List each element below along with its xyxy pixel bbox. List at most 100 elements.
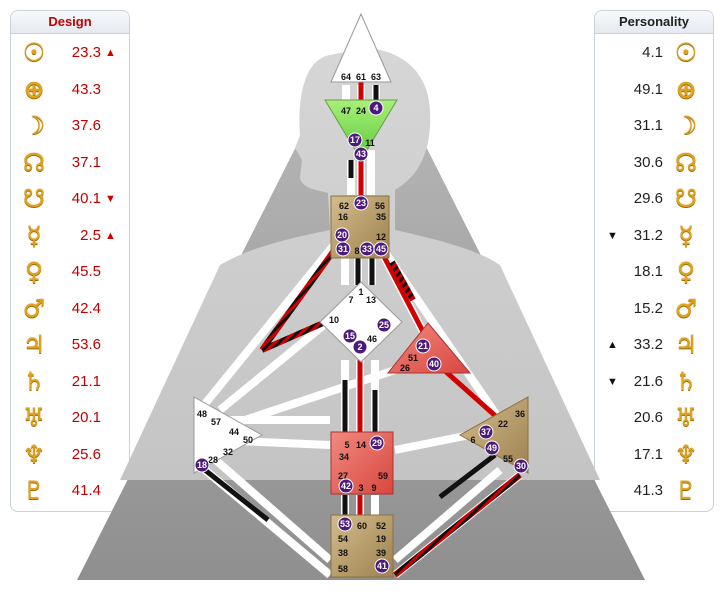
gate-label: 48 bbox=[197, 409, 207, 419]
personality-row: ♃33.2▲ bbox=[595, 327, 713, 363]
personality-value: 18.1 bbox=[633, 263, 663, 280]
gate-circle bbox=[335, 241, 351, 257]
design-row: ☽37.6 bbox=[11, 108, 129, 144]
activated-gate: 21 bbox=[415, 338, 431, 354]
design-row: ☿2.5▲ bbox=[11, 218, 129, 254]
gate-label: 1 bbox=[358, 287, 363, 297]
gate-label: 56 bbox=[375, 201, 385, 211]
gate-label: 49 bbox=[487, 443, 497, 453]
design-value: 37.1 bbox=[71, 153, 101, 171]
north-node-icon: ☊ bbox=[674, 147, 698, 177]
gate-label: 17 bbox=[350, 135, 360, 145]
personality-panel-title: Personality bbox=[595, 11, 713, 34]
gate-label: 3 bbox=[358, 483, 363, 493]
gate-label: 54 bbox=[338, 534, 348, 544]
gate-circle bbox=[478, 424, 494, 440]
gate-label: 37 bbox=[481, 427, 491, 437]
gate-label: 2 bbox=[357, 342, 362, 352]
personality-row: ♂15.2 bbox=[595, 291, 713, 327]
gate-label: 13 bbox=[366, 295, 376, 305]
gate-circle bbox=[376, 317, 392, 333]
activated-gate: 25 bbox=[376, 317, 392, 333]
gate-label: 47 bbox=[341, 106, 351, 116]
design-row: ♆ 25.6 bbox=[11, 437, 129, 473]
jupiter-icon: ♃ bbox=[22, 330, 46, 359]
uranus-icon: ♅ bbox=[22, 403, 46, 432]
activated-gate: 53 bbox=[337, 516, 353, 532]
head-center bbox=[330, 12, 392, 83]
gate-label: 25 bbox=[379, 320, 389, 330]
arrow-icon: ▼ bbox=[607, 229, 618, 242]
personality-value: 31.2 bbox=[633, 226, 663, 244]
gate-circle bbox=[484, 440, 500, 456]
sun-icon: ☉ bbox=[674, 38, 698, 67]
gate-circle bbox=[337, 516, 353, 532]
personality-row: ☉4.1 bbox=[595, 35, 713, 71]
gate-label: 58 bbox=[338, 564, 348, 574]
gate-label: 20 bbox=[337, 230, 347, 240]
design-row: ♄21.1 bbox=[11, 364, 129, 400]
south-node-icon: ☋ bbox=[22, 184, 46, 213]
gate-label: 12 bbox=[376, 232, 386, 242]
design-row: ♅20.1 bbox=[11, 400, 129, 436]
north-node-icon: ☊ bbox=[22, 147, 46, 177]
gate-label: 24 bbox=[356, 106, 366, 116]
saturn-icon: ♄ bbox=[22, 366, 46, 396]
mercury-icon: ☿ bbox=[26, 220, 42, 250]
sun-icon: ☉ bbox=[22, 38, 46, 67]
activated-gate: 40 bbox=[426, 356, 442, 372]
gate-circle bbox=[373, 241, 389, 257]
personality-value: 33.2 bbox=[633, 336, 663, 353]
gate-label: 50 bbox=[243, 435, 253, 445]
activated-gate: 4 bbox=[368, 100, 384, 116]
activated-gate: 2 bbox=[352, 339, 368, 355]
design-value: 25.6 bbox=[71, 445, 101, 463]
moon-icon: ☽ bbox=[674, 111, 698, 140]
design-value: 45.5 bbox=[71, 263, 101, 280]
personality-row: ♄21.6▼ bbox=[595, 364, 713, 400]
personality-row: ♇41.3 bbox=[595, 473, 713, 509]
gate-label: 27 bbox=[338, 471, 348, 481]
gate-label: 10 bbox=[329, 315, 339, 325]
spleen-center bbox=[193, 396, 264, 474]
gate-label: 22 bbox=[498, 419, 508, 429]
gate-label: 38 bbox=[338, 548, 348, 558]
personality-value: 17.1 bbox=[633, 445, 663, 463]
gate-label: 44 bbox=[229, 427, 239, 437]
arrow-icon: ▼ bbox=[607, 375, 618, 388]
design-value: 37.6 bbox=[71, 117, 101, 134]
saturn-icon: ♄ bbox=[674, 366, 698, 396]
gate-label: 39 bbox=[376, 548, 386, 558]
gate-label: 42 bbox=[341, 481, 351, 491]
personality-value: 41.3 bbox=[633, 482, 663, 499]
activated-gate: 41 bbox=[374, 558, 390, 574]
gate-label: 30 bbox=[516, 461, 526, 471]
design-row: ☊ 37.1 bbox=[11, 145, 129, 181]
gate-circle bbox=[347, 132, 363, 148]
gate-circle bbox=[415, 338, 431, 354]
mercury-icon: ☿ bbox=[678, 220, 694, 250]
gate-circle bbox=[369, 435, 385, 451]
gate-label: 31 bbox=[338, 244, 348, 254]
personality-value: 20.6 bbox=[633, 409, 663, 426]
design-value: 42.4 bbox=[71, 299, 101, 317]
design-row: ♇41.4 bbox=[11, 473, 129, 509]
personality-value: 49.1 bbox=[633, 80, 663, 98]
personality-row: ⊕49.1 bbox=[595, 72, 713, 108]
neptune-icon: ♆ bbox=[22, 439, 46, 469]
activated-gate: 15 bbox=[342, 328, 358, 344]
gate-label: 36 bbox=[515, 409, 525, 419]
personality-row: ♅20.6 bbox=[595, 400, 713, 436]
venus-icon: ♀ bbox=[676, 257, 696, 286]
gate-label: 32 bbox=[223, 447, 233, 457]
personality-row: ☿ 31.2 ▼ bbox=[595, 218, 713, 254]
design-row: ♀45.5 bbox=[11, 254, 129, 290]
activated-gate: 18 bbox=[194, 457, 210, 473]
gate-label: 64 bbox=[341, 72, 351, 82]
gate-label: 41 bbox=[377, 561, 387, 571]
gate-label: 57 bbox=[211, 417, 221, 427]
personality-value: 30.6 bbox=[633, 153, 663, 171]
personality-value: 29.6 bbox=[633, 190, 663, 207]
design-panel-title: Design bbox=[11, 11, 129, 34]
gate-label: 5 bbox=[344, 440, 349, 450]
